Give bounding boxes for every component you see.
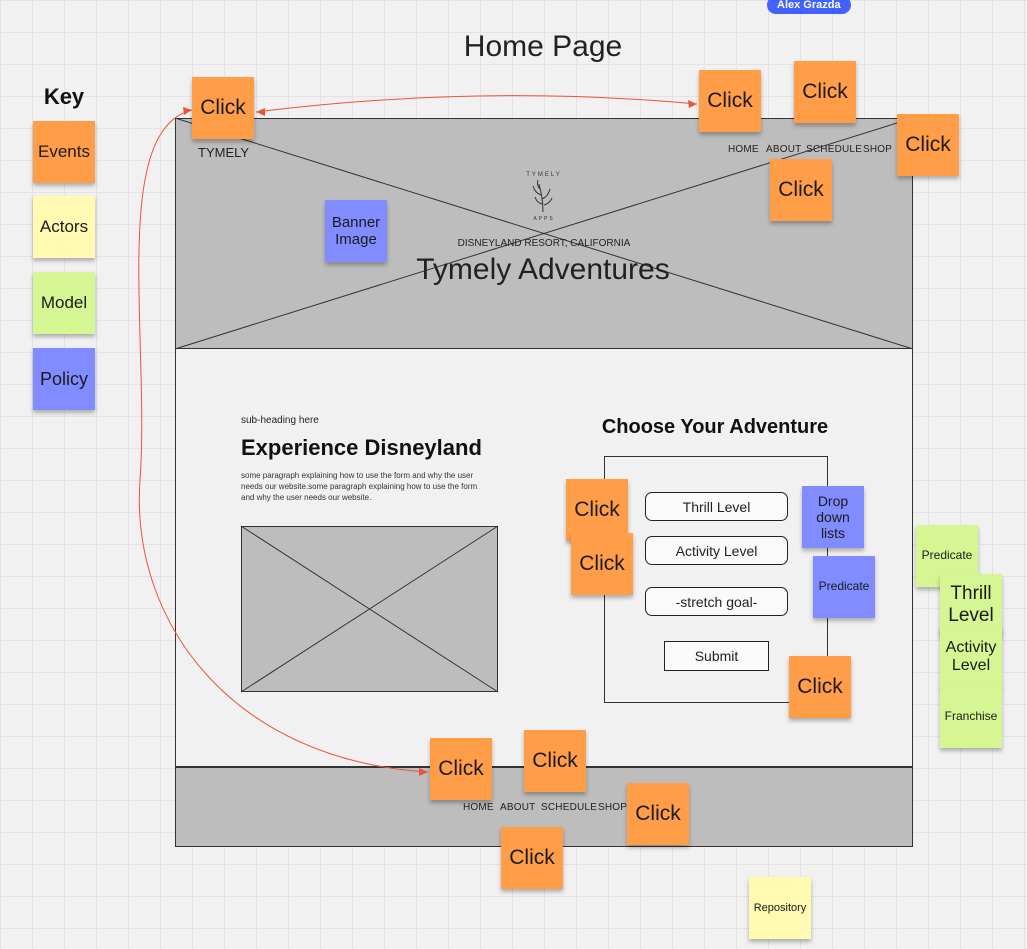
click-event-nav-about[interactable]: Click bbox=[770, 159, 832, 221]
click-label: Click bbox=[574, 497, 620, 521]
key-events-label: Events bbox=[38, 142, 90, 162]
activity-level-dropdown[interactable]: Activity Level bbox=[645, 536, 788, 565]
section-paragraph: some paragraph explaining how to use the… bbox=[241, 471, 478, 502]
click-event-footer-about[interactable]: Click bbox=[524, 730, 586, 792]
predicate-policy-label: Predicate bbox=[818, 579, 870, 594]
click-event-activity-level[interactable]: Click bbox=[571, 533, 633, 595]
repository-label: Repository bbox=[753, 901, 807, 914]
click-event-submit[interactable]: Click bbox=[789, 656, 851, 718]
section-title: Experience Disneyland bbox=[241, 435, 482, 460]
footer-nav-schedule[interactable]: SCHEDULE bbox=[541, 802, 598, 813]
activity-level-note[interactable]: Activity Level bbox=[940, 626, 1002, 688]
thrill-level-note-label: Thrill Level bbox=[948, 583, 994, 626]
hero-banner bbox=[175, 118, 913, 349]
hero-subtitle: DISNEYLAND RESORT, CALIFORNIA bbox=[457, 238, 631, 249]
click-label: Click bbox=[635, 801, 681, 825]
predicate-policy-note[interactable]: Predicate bbox=[813, 556, 875, 618]
click-label: Click bbox=[797, 674, 843, 698]
click-event-nav-home[interactable]: Click bbox=[699, 70, 761, 132]
predicate-model-label: Predicate bbox=[921, 548, 973, 563]
click-label: Click bbox=[438, 756, 484, 780]
click-label: Click bbox=[532, 748, 578, 772]
banner-image-note[interactable]: Banner Image bbox=[325, 200, 387, 262]
collaborator-name: Alex Grazda bbox=[777, 0, 841, 11]
key-model-note[interactable]: Model bbox=[33, 272, 95, 334]
click-event-nav-schedule[interactable]: Click bbox=[794, 61, 856, 123]
key-actors-note[interactable]: Actors bbox=[33, 196, 95, 258]
click-event-thrill-level[interactable]: Click bbox=[566, 479, 628, 541]
click-label: Click bbox=[579, 551, 625, 575]
logo-text-bottom: APPS bbox=[533, 216, 555, 222]
nav-home[interactable]: HOME bbox=[728, 144, 759, 155]
sub-heading: sub-heading here bbox=[241, 415, 319, 426]
key-policy-label: Policy bbox=[39, 368, 88, 389]
footer-nav-shop[interactable]: SHOP bbox=[598, 802, 628, 813]
click-label: Click bbox=[707, 88, 753, 112]
banner-image-label: Banner Image bbox=[331, 213, 381, 248]
repository-note[interactable]: Repository bbox=[749, 877, 811, 939]
click-event-footer-schedule[interactable]: Click bbox=[501, 827, 563, 889]
click-label: Click bbox=[778, 177, 824, 201]
dropdown-lists-label: Drop down lists bbox=[816, 492, 850, 542]
logo-text-top: TYMELY bbox=[526, 172, 562, 178]
board-title: Home Page bbox=[463, 30, 623, 63]
footer-nav-about[interactable]: ABOUT bbox=[500, 802, 536, 813]
activity-level-note-label: Activity Level bbox=[945, 638, 997, 674]
click-label: Click bbox=[802, 79, 848, 103]
thrill-level-dropdown[interactable]: Thrill Level bbox=[645, 492, 788, 521]
key-policy-note[interactable]: Policy bbox=[33, 348, 95, 410]
collaborator-tag: Alex Grazda bbox=[767, 0, 851, 14]
activity-level-label: Activity Level bbox=[675, 542, 758, 559]
dropdown-lists-note[interactable]: Drop down lists bbox=[802, 486, 864, 548]
submit-button[interactable]: Submit bbox=[664, 641, 769, 671]
footer-nav-home[interactable]: HOME bbox=[463, 802, 494, 813]
hero-title: Tymely Adventures bbox=[416, 253, 670, 286]
nav-about[interactable]: ABOUT bbox=[766, 144, 802, 155]
click-event-nav-shop[interactable]: Click bbox=[897, 114, 959, 176]
click-event-footer-shop[interactable]: Click bbox=[627, 783, 689, 845]
stretch-goal-label: -stretch goal- bbox=[675, 593, 758, 610]
brand-name: TYMELY bbox=[198, 145, 250, 160]
key-actors-label: Actors bbox=[39, 217, 89, 237]
franchise-note[interactable]: Franchise bbox=[940, 686, 1002, 748]
nav-schedule[interactable]: SCHEDULE bbox=[806, 144, 863, 155]
stretch-goal-dropdown[interactable]: -stretch goal- bbox=[645, 587, 788, 616]
click-event-footer-home[interactable]: Click bbox=[430, 738, 492, 800]
nav-shop[interactable]: SHOP bbox=[863, 144, 893, 155]
content-image-placeholder bbox=[241, 526, 498, 692]
key-title: Key bbox=[43, 84, 85, 109]
click-label: Click bbox=[905, 132, 951, 156]
thrill-level-note[interactable]: Thrill Level bbox=[940, 574, 1002, 636]
thrill-level-label: Thrill Level bbox=[682, 498, 751, 515]
submit-label: Submit bbox=[694, 648, 739, 664]
click-event-header-brand[interactable]: Click bbox=[192, 77, 254, 139]
click-label: Click bbox=[509, 845, 555, 869]
franchise-label: Franchise bbox=[944, 709, 998, 724]
key-events-note[interactable]: Events bbox=[33, 121, 95, 183]
key-model-label: Model bbox=[40, 293, 88, 313]
click-label: Click bbox=[200, 95, 246, 119]
form-title: Choose Your Adventure bbox=[601, 416, 829, 438]
